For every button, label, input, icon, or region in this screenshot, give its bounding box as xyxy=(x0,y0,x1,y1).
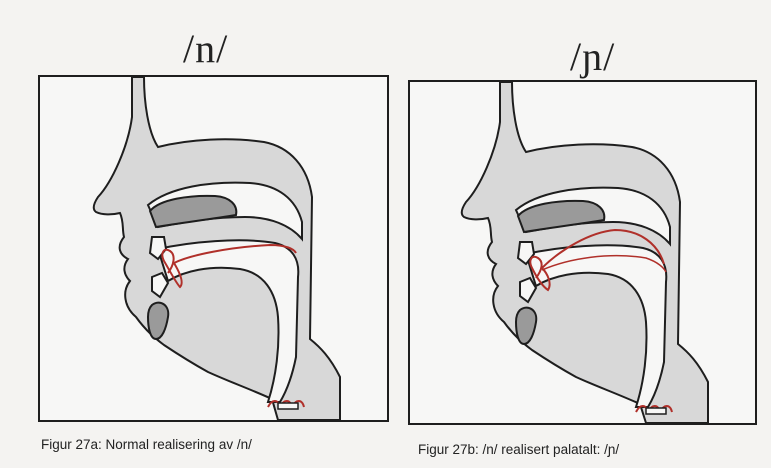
phoneme-label-a: /n/ xyxy=(183,25,228,72)
vocal-tract-drawing-b xyxy=(410,82,755,423)
vocal-folds xyxy=(646,408,666,414)
sagittal-diagram-b xyxy=(408,80,757,425)
vocal-tract-drawing-a xyxy=(40,77,387,420)
vocal-folds xyxy=(278,403,298,409)
figure-caption-b: Figur 27b: /n/ realisert palatalt: /ɲ/ xyxy=(418,442,619,457)
sagittal-diagram-a xyxy=(38,75,389,422)
phoneme-label-b: /ɲ/ xyxy=(570,33,615,80)
figure-caption-a: Figur 27a: Normal realisering av /n/ xyxy=(41,437,252,452)
